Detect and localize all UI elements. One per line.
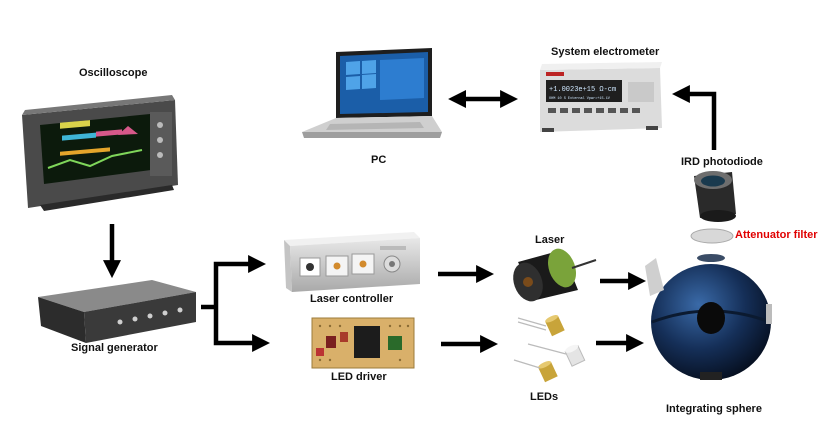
electrometer-image: +1.0023e+15 Ω-cm OHM 10 S External Vpwr=… xyxy=(540,62,662,132)
pc-laptop-image xyxy=(302,48,442,138)
laser-module-image xyxy=(513,248,597,302)
pc-label: PC xyxy=(371,154,387,166)
arrow-signal-generator-to-led-driver xyxy=(213,307,271,352)
led-driver-label: LED driver xyxy=(331,371,387,383)
laser-controller-image xyxy=(284,232,420,292)
oscilloscope-label: Oscilloscope xyxy=(79,67,148,79)
led-driver-board-image xyxy=(311,317,415,369)
laser-label: Laser xyxy=(535,234,565,246)
ird-photodiode-label: IRD photodiode xyxy=(681,156,763,168)
integrating-sphere-image xyxy=(645,254,772,380)
leds-image xyxy=(513,315,586,383)
attenuator-filter-label: Attenuator filter xyxy=(735,229,818,241)
integrating-sphere-label: Integrating sphere xyxy=(666,403,762,415)
electrometer-label: System electrometer xyxy=(551,46,660,58)
signal-generator-label: Signal generator xyxy=(71,342,158,354)
connection-arrows xyxy=(103,85,717,353)
signal-generator-image xyxy=(38,280,196,343)
arrow-ird-to-electrometer xyxy=(671,85,717,150)
arrow-signal-generator-to-laser-controller xyxy=(213,255,267,307)
oscilloscope-image xyxy=(22,95,178,211)
leds-label: LEDs xyxy=(530,391,559,403)
electrometer-display-line1: +1.0023e+15 Ω-cm xyxy=(549,86,616,94)
laser-controller-label: Laser controller xyxy=(310,293,394,305)
attenuator-filter-image xyxy=(690,228,734,244)
electrometer-display-line2: OHM 10 S External Vpwr=+15.1V xyxy=(549,96,611,101)
ird-photodiode-image xyxy=(694,171,736,222)
